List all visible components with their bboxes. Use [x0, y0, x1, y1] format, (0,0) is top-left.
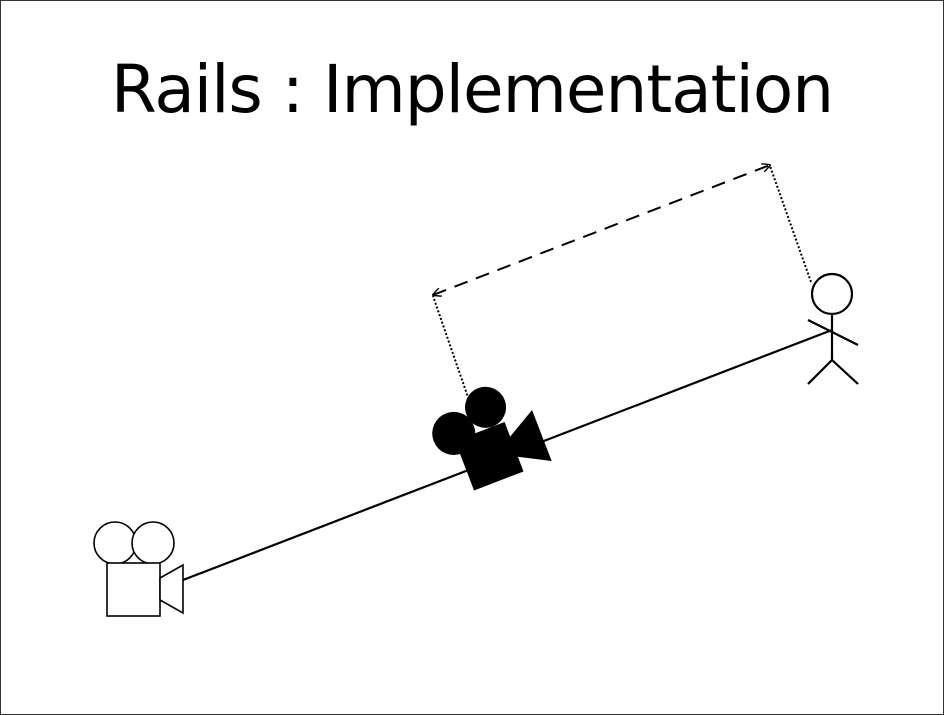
- actor-stick-figure-icon: [807, 272, 859, 385]
- camera-current-filled-icon: [432, 386, 552, 491]
- projection-dotted-line-actor: [769, 165, 812, 283]
- slide-title: Rails : Implementation: [110, 51, 834, 128]
- offset-dashed-arrow: [433, 165, 770, 295]
- projection-dotted-line-camera: [432, 295, 471, 404]
- camera-start-outline-icon: [93, 521, 184, 617]
